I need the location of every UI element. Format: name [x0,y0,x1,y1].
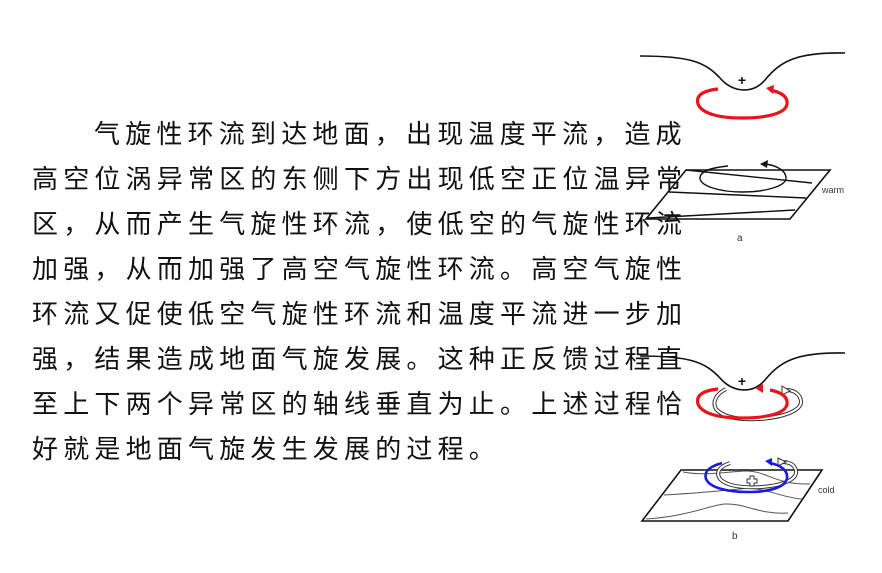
cold-label: cold [818,485,835,495]
figure-caption-a: a [737,233,743,244]
paragraph: 气旋性环流到达地面，出现温度平流，造成 高空位涡异常区的东侧下方出现低空正位温异… [32,113,688,473]
figure-a: + warm a [639,52,846,244]
figure-caption-b: b [732,531,738,542]
tropopause-curve [639,52,846,91]
induced-upper-circulation-arrow [712,385,803,422]
tropopause-curve [639,352,846,391]
anomaly-plus-symbol: + [738,373,746,389]
paragraph-line: 至上下两个异常区的轴线垂直为止。上述过程恰 [32,390,688,420]
anomaly-plus-symbol: + [738,72,746,88]
surface-plus-outline-icon [746,475,758,487]
paragraph-line: 好就是地面气旋发生发展的过程。 [32,435,501,465]
surface-circulation-arrow [704,458,789,494]
paragraph-line: 强，结果造成地面气旋发展。这种正反馈过程直 [32,345,688,375]
paragraph-line: 环流又促使低空气旋性环流和温度平流进一步加 [32,300,688,330]
paragraph-line: 高空位涡异常区的东侧下方出现低空正位温异常 [32,165,688,195]
surface-plane [644,169,832,220]
upper-circulation-arrow [695,384,789,420]
paragraph-line: 气旋性环流到达地面，出现温度平流，造成 [94,120,687,150]
paragraph-line: 区，从而产生气旋性环流，使低空的气旋性环流 [32,210,688,240]
figure-b: + cold b [639,352,846,542]
warm-label: warm [821,185,844,195]
paragraph-line: 加强，从而加强了高空气旋性环流。高空气旋性 [32,255,688,285]
surface-circulation-arrow [699,160,787,193]
upper-circulation-arrow [695,85,789,120]
surface-hollow-circulation-arrow [716,457,798,490]
